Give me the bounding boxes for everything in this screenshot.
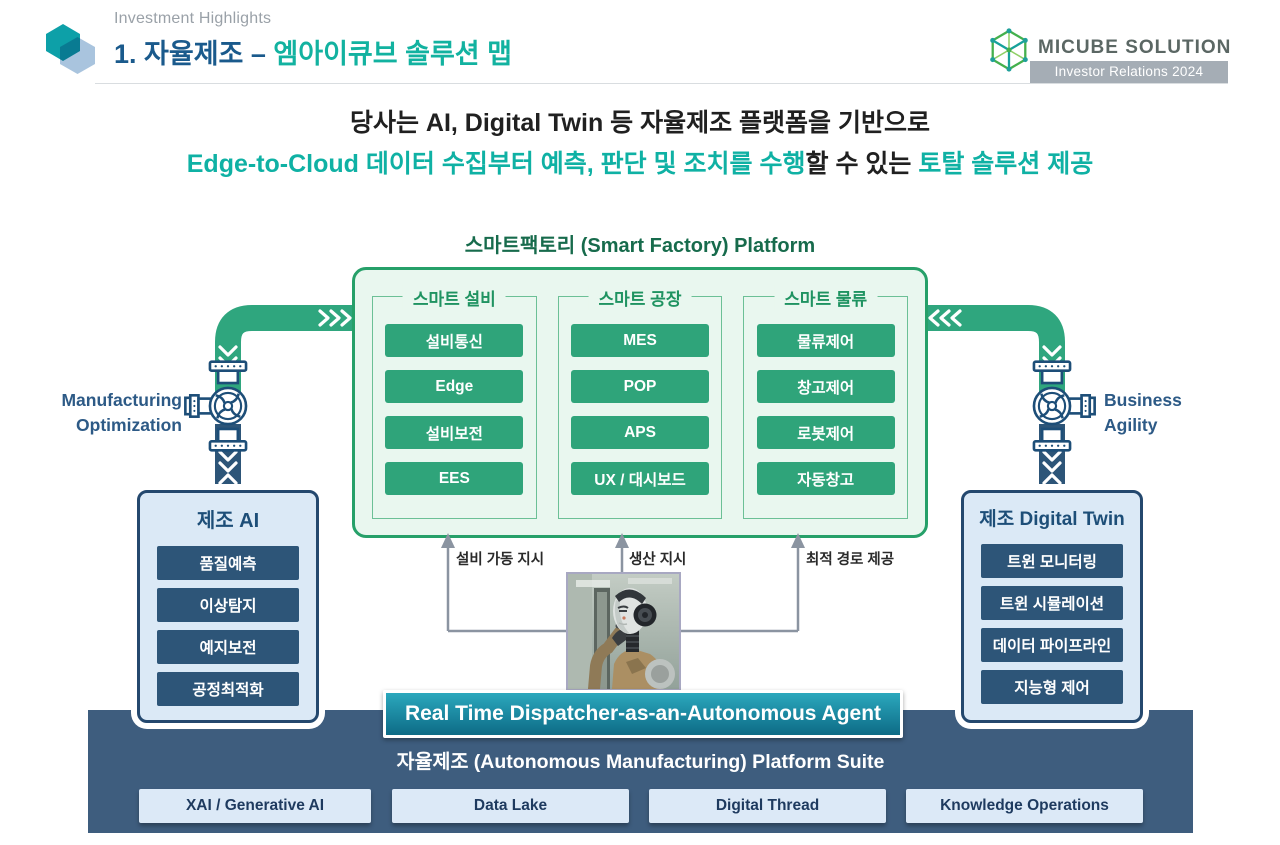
ai-item: 품질예측	[157, 546, 299, 580]
platform-item: POP	[571, 370, 709, 403]
dt-item: 데이터 파이프라인	[981, 628, 1123, 662]
label-line: Manufacturing	[61, 390, 182, 410]
ai-item: 공정최적화	[157, 672, 299, 706]
business-agility-label: Business Agility	[1104, 388, 1266, 439]
platform-item: 물류제어	[756, 324, 895, 357]
intro-line2-teal1: Edge-to-Cloud 데이터 수집부터 예측, 판단 및 조치를 수행	[186, 150, 806, 178]
page-title-teal: 엠아이큐브 솔루션 맵	[273, 39, 512, 69]
intro-line2-dark: 할 수 있는	[805, 150, 919, 178]
manufacturing-optimization-label: Manufacturing Optimization	[20, 388, 182, 439]
label-line: Business	[1104, 390, 1182, 410]
column-smart-logistics: 스마트 물류 물류제어 창고제어 로봇제어 자동창고	[743, 285, 909, 519]
platform-item: 설비보전	[385, 416, 524, 449]
flow-right-chevrons	[318, 309, 352, 327]
platform-item: EES	[385, 462, 524, 495]
dispatcher-agent-bar: Real Time Dispatcher-as-an-Autonomous Ag…	[383, 690, 903, 738]
digital-twin-box: 제조 Digital Twin 트윈 모니터링 트윈 시뮬레이션 데이터 파이프…	[961, 490, 1143, 723]
column-title: 스마트 설비	[402, 285, 506, 310]
company-name: MICUBE SOLUTION	[1038, 37, 1232, 58]
intro-line-2: Edge-to-Cloud 데이터 수집부터 예측, 판단 및 조치를 수행할 …	[0, 144, 1280, 180]
intro-line2-teal2: 토탈 솔루션 제공	[918, 150, 1094, 178]
smart-factory-platform-box: 스마트 설비 설비통신 Edge 설비보전 EES 스마트 공장 MES POP…	[352, 267, 928, 538]
platform-item: 자동창고	[756, 462, 895, 495]
dt-item: 지능형 제어	[981, 670, 1123, 704]
column-smart-factory: 스마트 공장 MES POP APS UX / 대시보드	[557, 285, 723, 519]
column-smart-equipment: 스마트 설비 설비통신 Edge 설비보전 EES	[372, 285, 537, 519]
slide-logo-icon	[46, 24, 98, 74]
eyebrow-label: Investment Highlights	[114, 10, 272, 27]
flow-label-production: 생산 지시	[629, 552, 687, 568]
flow-label-route: 최적 경로 제공	[806, 552, 895, 568]
robot-image	[566, 572, 681, 691]
page-title: 1. 자율제조 – 엠아이큐브 솔루션 맵	[114, 32, 512, 71]
suite-item-datalake: Data Lake	[392, 789, 629, 823]
column-title: 스마트 공장	[588, 285, 692, 310]
ir-badge: Investor Relations 2024	[1030, 61, 1228, 83]
platform-title: 스마트팩토리 (Smart Factory) Platform	[464, 235, 816, 257]
label-line: Optimization	[76, 415, 182, 436]
suite-item-xai: XAI / Generative AI	[139, 789, 371, 823]
suite-item-knowledgeops: Knowledge Operations	[906, 789, 1143, 823]
box-title: 제조 Digital Twin	[979, 509, 1125, 530]
platform-item: Edge	[385, 370, 524, 403]
platform-item: MES	[571, 324, 709, 357]
flow-label-equipment: 설비 가동 지시	[456, 552, 545, 568]
box-title: 제조 AI	[196, 510, 260, 532]
dt-item: 트윈 모니터링	[981, 544, 1123, 578]
platform-item: UX / 대시보드	[571, 462, 709, 495]
manufacturing-ai-box: 제조 AI 품질예측 이상탐지 예지보전 공정최적화	[137, 490, 319, 723]
page-title-navy: 1. 자율제조 –	[114, 39, 274, 69]
platform-item: 설비통신	[385, 324, 524, 357]
platform-item: 창고제어	[756, 370, 895, 403]
label-line: Agility	[1104, 415, 1158, 436]
micube-cube-icon	[990, 28, 1028, 72]
ai-item: 이상탐지	[157, 588, 299, 622]
company-logo: MICUBE SOLUTION	[986, 26, 1232, 84]
suite-title: 자율제조 (Autonomous Manufacturing) Platform…	[396, 751, 885, 773]
platform-item: 로봇제어	[756, 416, 895, 449]
flow-left-chevrons	[928, 309, 962, 327]
platform-item: APS	[571, 416, 709, 449]
ai-item: 예지보전	[157, 630, 299, 664]
dt-item: 트윈 시뮬레이션	[981, 586, 1123, 620]
suite-item-digitalthread: Digital Thread	[649, 789, 886, 823]
column-title: 스마트 물류	[774, 285, 878, 310]
header-divider	[95, 83, 1228, 84]
intro-line-1: 당사는 AI, Digital Twin 등 자율제조 플랫폼을 기반으로	[349, 109, 931, 137]
platform-suite-band: 자율제조 (Autonomous Manufacturing) Platform…	[88, 710, 1193, 833]
